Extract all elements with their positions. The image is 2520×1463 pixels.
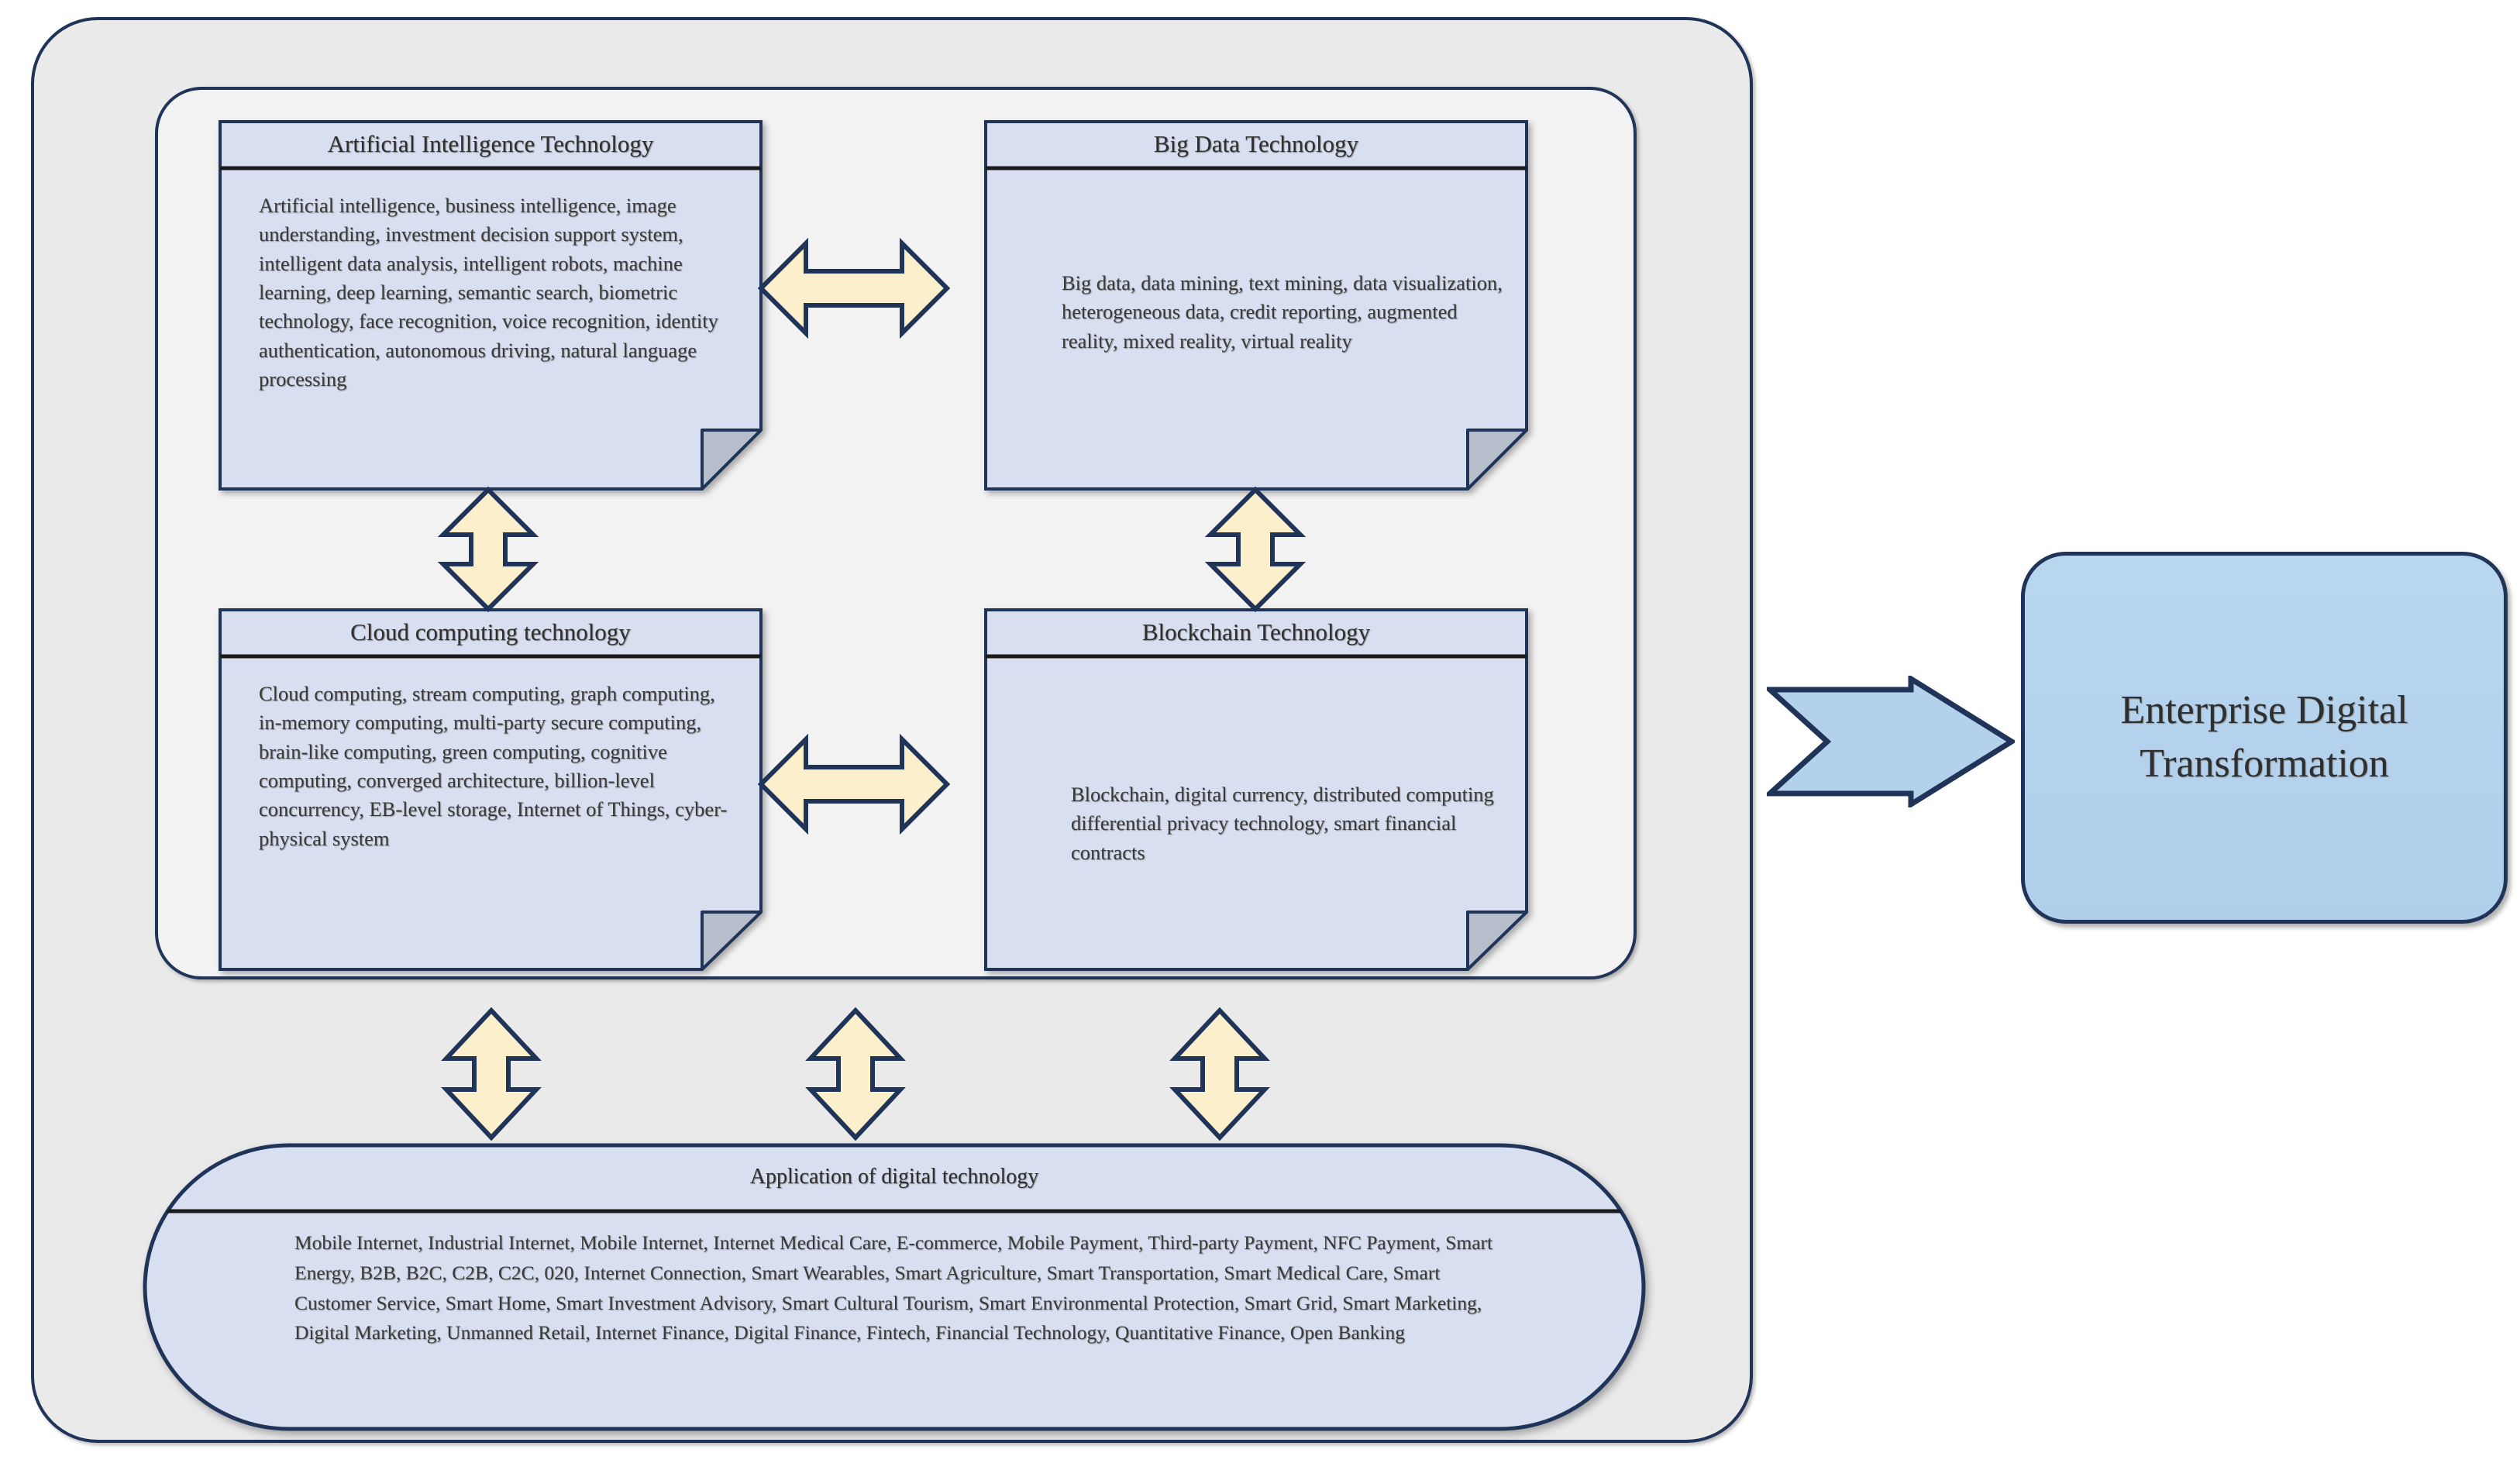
connector-cloud-blockchain-double-arrow bbox=[758, 727, 950, 842]
card-title-artificial-intelligence: Artificial Intelligence Technology bbox=[327, 130, 654, 157]
card-cloud-computing-technology[interactable]: Cloud computing technology Cloud computi… bbox=[219, 608, 763, 971]
document-shape-ai bbox=[219, 120, 763, 491]
enterprise-digital-transformation-box[interactable]: Enterprise Digital Transformation bbox=[2021, 552, 2508, 924]
card-title-cloud-computing: Cloud computing technology bbox=[350, 618, 631, 645]
connector-ai-cloud-double-arrow bbox=[431, 487, 546, 612]
document-shape-big-data bbox=[984, 120, 1528, 491]
document-shape-blockchain bbox=[984, 608, 1528, 971]
connector-ai-bigdata-double-arrow bbox=[758, 231, 950, 346]
card-blockchain-technology[interactable]: Blockchain Technology Blockchain, digita… bbox=[984, 608, 1528, 971]
application-of-digital-technology-oval[interactable]: Application of digital technology Mobile… bbox=[143, 1143, 1646, 1431]
card-title-big-data: Big Data Technology bbox=[1153, 130, 1359, 157]
application-oval-body: Mobile Internet, Industrial Internet, Mo… bbox=[294, 1231, 1493, 1344]
card-body-artificial-intelligence: Artificial intelligence, business intell… bbox=[259, 194, 718, 391]
result-box-label: Enterprise Digital Transformation bbox=[2120, 688, 2408, 786]
connector-tech-application-center-double-arrow bbox=[798, 1007, 913, 1141]
card-big-data-technology[interactable]: Big Data Technology Big data, data minin… bbox=[984, 120, 1528, 491]
oval-shape-application bbox=[143, 1143, 1646, 1431]
card-title-blockchain: Blockchain Technology bbox=[1141, 618, 1371, 645]
application-oval-title: Application of digital technology bbox=[749, 1165, 1039, 1189]
card-body-big-data: Big data, data mining, text mining, data… bbox=[1062, 271, 1503, 353]
connector-tech-application-right-double-arrow bbox=[1162, 1007, 1277, 1141]
card-artificial-intelligence-technology[interactable]: Artificial Intelligence Technology Artif… bbox=[219, 120, 763, 491]
connector-tech-application-left-double-arrow bbox=[434, 1007, 549, 1141]
connector-bigdata-blockchain-double-arrow bbox=[1198, 487, 1313, 612]
framework-to-result-chevron-arrow bbox=[1767, 676, 2015, 807]
card-body-cloud-computing: Cloud computing, stream computing, graph… bbox=[259, 682, 728, 850]
card-body-blockchain: Blockchain, digital currency, distribute… bbox=[1071, 783, 1494, 864]
document-shape-cloud bbox=[219, 608, 763, 971]
